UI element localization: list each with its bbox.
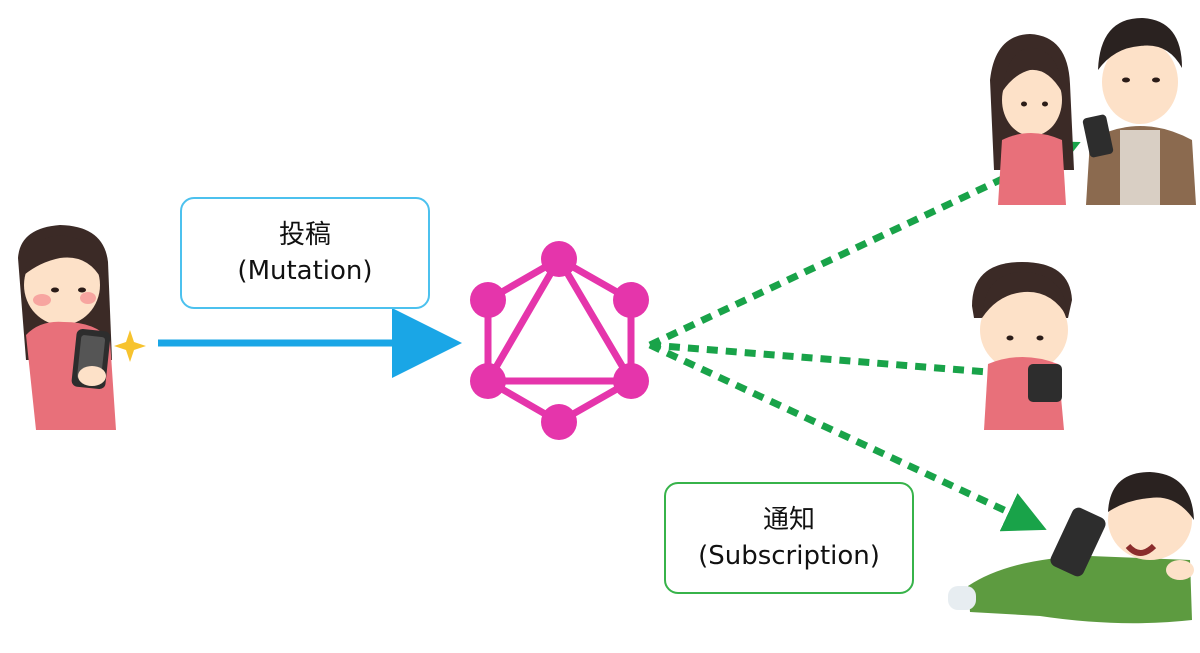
graphql-logo-icon xyxy=(481,252,638,427)
mutation-label-line1: 投稿 xyxy=(278,220,331,250)
subscription-label-box: 通知 (Subscription) xyxy=(664,482,914,594)
receiver-couple-icon xyxy=(990,18,1196,205)
subscription-label-line1: 通知 xyxy=(762,505,815,535)
mutation-label-line2: (Mutation) xyxy=(237,256,373,286)
sender-person-icon xyxy=(18,225,146,430)
graphql-logo-nodes xyxy=(470,241,649,440)
notify-arrow-1 xyxy=(648,140,1081,349)
mutation-label-box: 投稿 (Mutation) xyxy=(180,197,430,309)
subscription-label-line2: (Subscription) xyxy=(698,541,880,571)
notify-arrow-2 xyxy=(649,341,1039,394)
receiver-lying-man-icon xyxy=(948,472,1194,624)
notify-arrow-3 xyxy=(648,341,1047,532)
receiver-person-icon xyxy=(972,262,1072,430)
